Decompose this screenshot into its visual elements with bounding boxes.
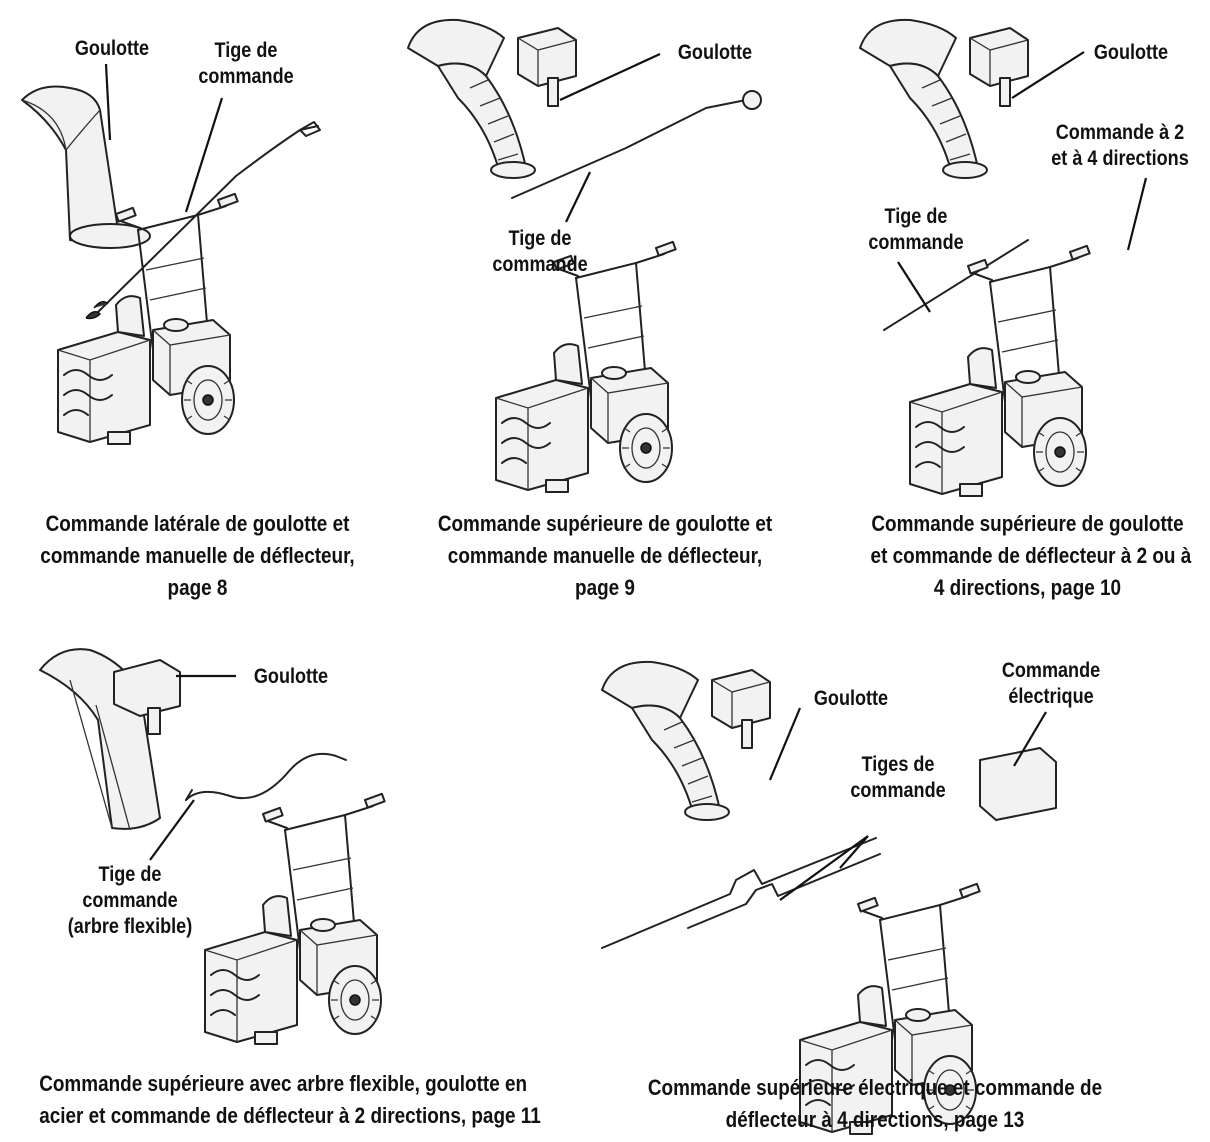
panel5-drawing xyxy=(601,660,1057,1135)
panel-caption: Commande latérale de goulotte et command… xyxy=(40,511,355,600)
chute-label: Goulotte xyxy=(677,41,753,64)
control-rod-label: Tige de commande xyxy=(198,39,294,88)
panel1-drawing xyxy=(21,63,321,445)
panel-caption: Commande supérieure de goulotte et comma… xyxy=(437,511,773,600)
deflector-control-label: Commande à 2 et à 4 directions xyxy=(1051,121,1189,170)
panel-caption: Commande supérieure électrique et comman… xyxy=(647,1075,1103,1132)
panel-caption: Commande supérieure de goulotte et comma… xyxy=(870,511,1192,600)
panel2-drawing xyxy=(407,18,762,493)
chute-label: Goulotte xyxy=(1093,41,1169,64)
chute-label: Goulotte xyxy=(74,37,150,60)
control-rod-label: Tige de commande (arbre flexible) xyxy=(67,863,193,938)
control-rods-label: Tiges de commande xyxy=(850,753,946,802)
panel3-drawing xyxy=(859,18,1148,497)
chute-label: Goulotte xyxy=(813,687,889,710)
chute-label: Goulotte xyxy=(253,665,329,688)
panel-caption: Commande supérieure avec arbre flexible,… xyxy=(39,1071,541,1128)
control-rod-label: Tige de commande xyxy=(492,227,588,276)
electric-control-label: Commande électrique xyxy=(1001,659,1101,708)
control-rod-label: Tige de commande xyxy=(868,205,964,254)
panel4-drawing xyxy=(39,648,386,1045)
